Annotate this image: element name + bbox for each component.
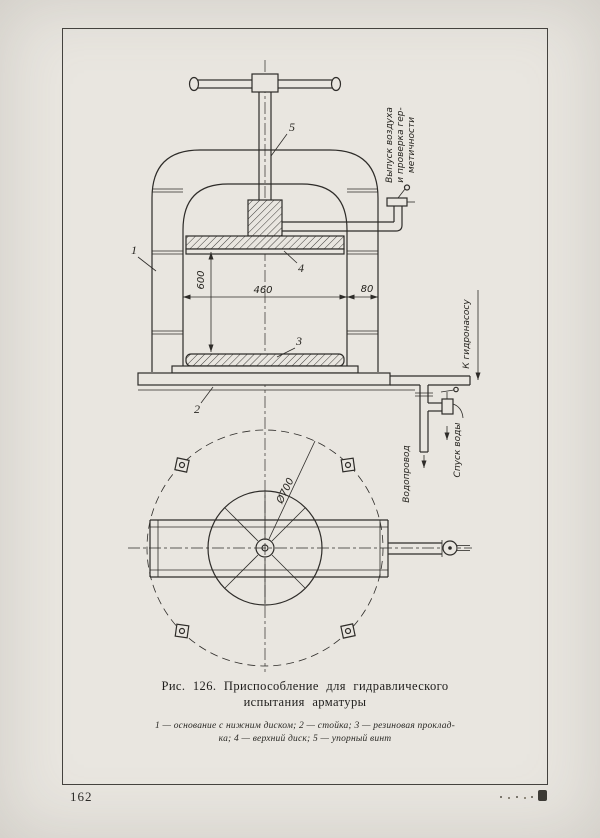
rubber-gasket — [185, 353, 345, 367]
dim-column-width: 80 — [361, 284, 374, 295]
annotation-air-release-3: метичности — [407, 117, 417, 173]
figure-caption: Рис. 126. Приспособление для гидравличес… — [90, 679, 520, 710]
bolt-circle-dashed — [146, 429, 384, 667]
air-release-pipe — [282, 184, 415, 232]
part-labels: 1 2 3 4 5 — [131, 120, 304, 416]
column-section-ticks — [152, 188, 378, 335]
corner-bolts — [174, 457, 356, 639]
front-view: 600 460 80 1 2 3 4 5 — [131, 60, 481, 672]
dim-height: 600 — [196, 270, 207, 289]
annotation-water-drain: Спуск воды — [453, 423, 463, 478]
annotation-water-supply: Водопровод — [402, 445, 412, 503]
diameter-dimension: Ø700 — [268, 440, 316, 540]
dimensions: 600 460 80 — [182, 252, 379, 352]
top-view: Ø700 — [128, 429, 472, 667]
pump-pipe — [390, 375, 471, 386]
drain-pipe — [415, 385, 464, 453]
caption-line-2: испытания арматуры — [243, 694, 367, 709]
legend-line-1: 1 — основание с нижним диском; 2 — стойк… — [154, 721, 456, 731]
part-label-3: 3 — [295, 334, 302, 348]
page-frame — [62, 28, 548, 785]
base-beam — [149, 519, 389, 578]
figure-legend: 1 — основание с нижним диском; 2 — стойк… — [92, 720, 518, 746]
part-label-4: 4 — [298, 261, 304, 275]
annotation-air-release-2: и проверка гер- — [396, 107, 406, 182]
air-valve — [386, 197, 408, 207]
annotation-to-pump: К гидронасосу — [462, 299, 472, 369]
scan-artifact-dots — [500, 796, 502, 798]
annotation-air-release-1: Выпуск воздуха — [385, 107, 395, 183]
base-lower-disk — [137, 365, 415, 391]
legend-line-2: ка; 4 — верхний диск; 5 — упорный винт — [218, 733, 392, 744]
upper-disk — [185, 235, 345, 255]
part-label-5: 5 — [289, 120, 295, 134]
dim-diameter: Ø700 — [274, 476, 297, 506]
press-screw-handle — [188, 73, 342, 93]
disk-circle — [207, 490, 323, 606]
frame-stand — [151, 149, 379, 372]
dim-inner-width: 460 — [253, 285, 272, 296]
part-label-1: 1 — [131, 243, 137, 257]
hub-circle — [255, 538, 275, 558]
side-rod — [388, 540, 470, 557]
spokes — [224, 492, 306, 604]
scan-artifact-blob — [538, 790, 547, 801]
part-label-2: 2 — [194, 402, 200, 416]
page-number: 162 — [70, 789, 93, 804]
caption-line-1: Рис. 126. Приспособление для гидравличес… — [161, 679, 449, 693]
annotations: Выпуск воздуха и проверка гер- метичност… — [385, 107, 481, 503]
water-tap — [440, 386, 464, 419]
